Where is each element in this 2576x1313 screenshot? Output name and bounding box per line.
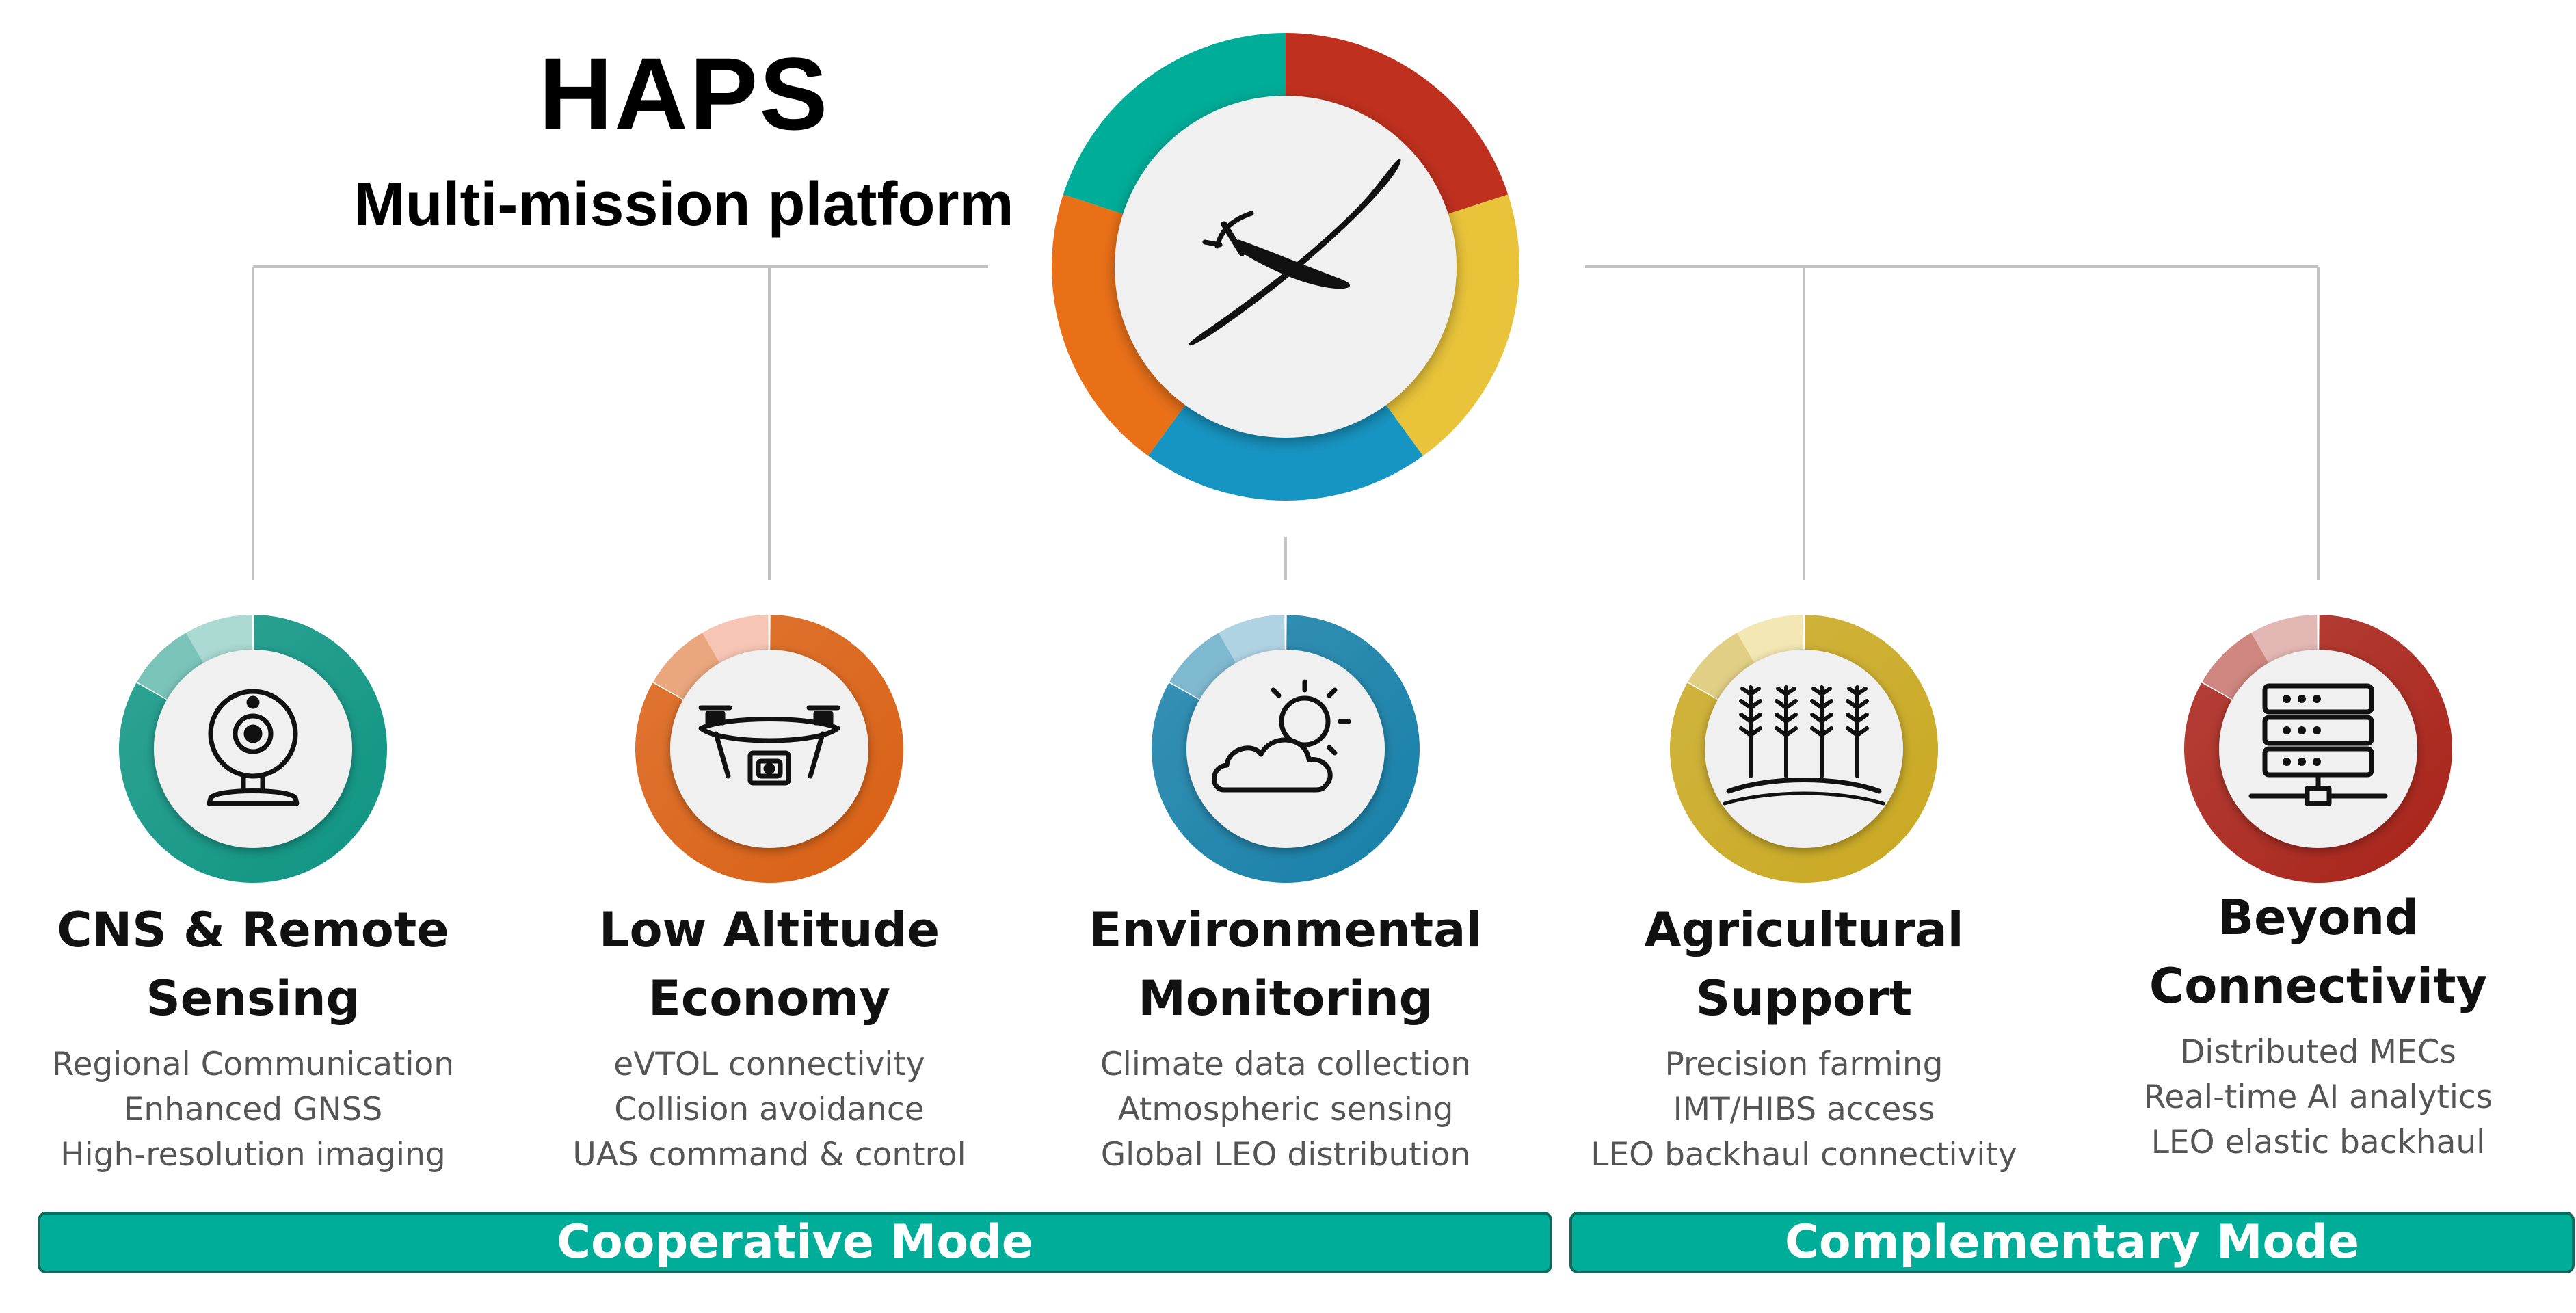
mission-title-line: Support <box>1695 970 1913 1026</box>
mission-capability: Precision farming <box>1664 1046 1943 1083</box>
hub-segment-teal <box>1063 33 1286 216</box>
hub-segment-orange <box>1052 194 1189 456</box>
mission-cns-ring <box>119 615 388 883</box>
mission-low-altitude-ring <box>635 615 903 883</box>
mission-environmental-ring <box>1152 615 1420 883</box>
mission-capability: Atmospheric sensing <box>1117 1091 1454 1128</box>
mission-capability: Real-time AI analytics <box>2143 1078 2493 1116</box>
mission-capability: Regional Communication <box>51 1046 455 1083</box>
glider-aircraft-icon <box>1189 158 1401 346</box>
page-title: HAPS <box>538 36 829 151</box>
mission-capability: UAS command & control <box>572 1136 966 1173</box>
cooperative-mode-label: Cooperative Mode <box>557 1215 1033 1269</box>
webcam-icon <box>207 689 300 806</box>
mission-capability: IMT/HIBS access <box>1673 1091 1935 1128</box>
mission-capability: High-resolution imaging <box>60 1136 446 1173</box>
mission-title-line: Beyond <box>2217 890 2419 946</box>
hub-segment-yellow <box>1382 194 1519 456</box>
mission-low-altitude-center-disc <box>670 650 868 848</box>
mission-title-line: Monitoring <box>1138 970 1433 1026</box>
mission-beyond-ring <box>2184 615 2452 883</box>
complementary-mode-bar: Complementary Mode <box>1569 1212 2575 1273</box>
mission-title-line: Environmental <box>1089 902 1483 958</box>
mission-capability: LEO backhaul connectivity <box>1591 1136 2017 1173</box>
mission-capability: LEO elastic backhaul <box>2151 1124 2486 1161</box>
mission-agricultural-center-disc <box>1705 650 1903 848</box>
server-rack-icon <box>2248 683 2388 806</box>
mission-capability: Collision avoidance <box>614 1091 925 1128</box>
hub-segments <box>1052 33 1519 501</box>
hub-segment-blue <box>1147 399 1424 501</box>
mission-capability: eVTOL connectivity <box>613 1046 925 1083</box>
mission-title-line: CNS & Remote <box>57 902 449 958</box>
mission-agricultural-ring-accent <box>1688 633 1757 702</box>
hub-segment-red <box>1286 33 1509 216</box>
wheat-field-icon <box>1723 685 1885 806</box>
mission-cns-ring-accent <box>137 633 206 702</box>
mission-title-line: Economy <box>648 970 890 1026</box>
mission-capability: Distributed MECs <box>2180 1033 2456 1071</box>
drone-camera-icon <box>698 705 840 786</box>
mission-low-altitude-ring-accent <box>653 633 722 702</box>
mission-beyond-ring-accent <box>2202 633 2271 702</box>
mission-title-line: Agricultural <box>1644 902 1964 958</box>
cooperative-mode-bar: Cooperative Mode <box>38 1212 1552 1273</box>
mission-title-line: Low Altitude <box>598 902 940 958</box>
mission-title-line: Connectivity <box>2149 958 2488 1014</box>
page-subtitle: Multi-mission platform <box>354 170 1014 239</box>
mission-capability: Climate data collection <box>1100 1046 1472 1083</box>
mission-cns-center-disc <box>154 650 352 848</box>
mission-environmental-ring-accent <box>1169 633 1238 702</box>
complementary-mode-label: Complementary Mode <box>1784 1215 2360 1269</box>
mission-capability: Enhanced GNSS <box>123 1091 383 1128</box>
hub-ring <box>1052 33 1519 501</box>
mission-agricultural-ring <box>1670 615 1938 883</box>
mission-title-line: Sensing <box>146 970 360 1026</box>
title-block: HAPS Multi-mission platform <box>287 42 1080 235</box>
sun-cloud-icon <box>1212 679 1351 793</box>
mission-capability: Global LEO distribution <box>1100 1136 1471 1173</box>
